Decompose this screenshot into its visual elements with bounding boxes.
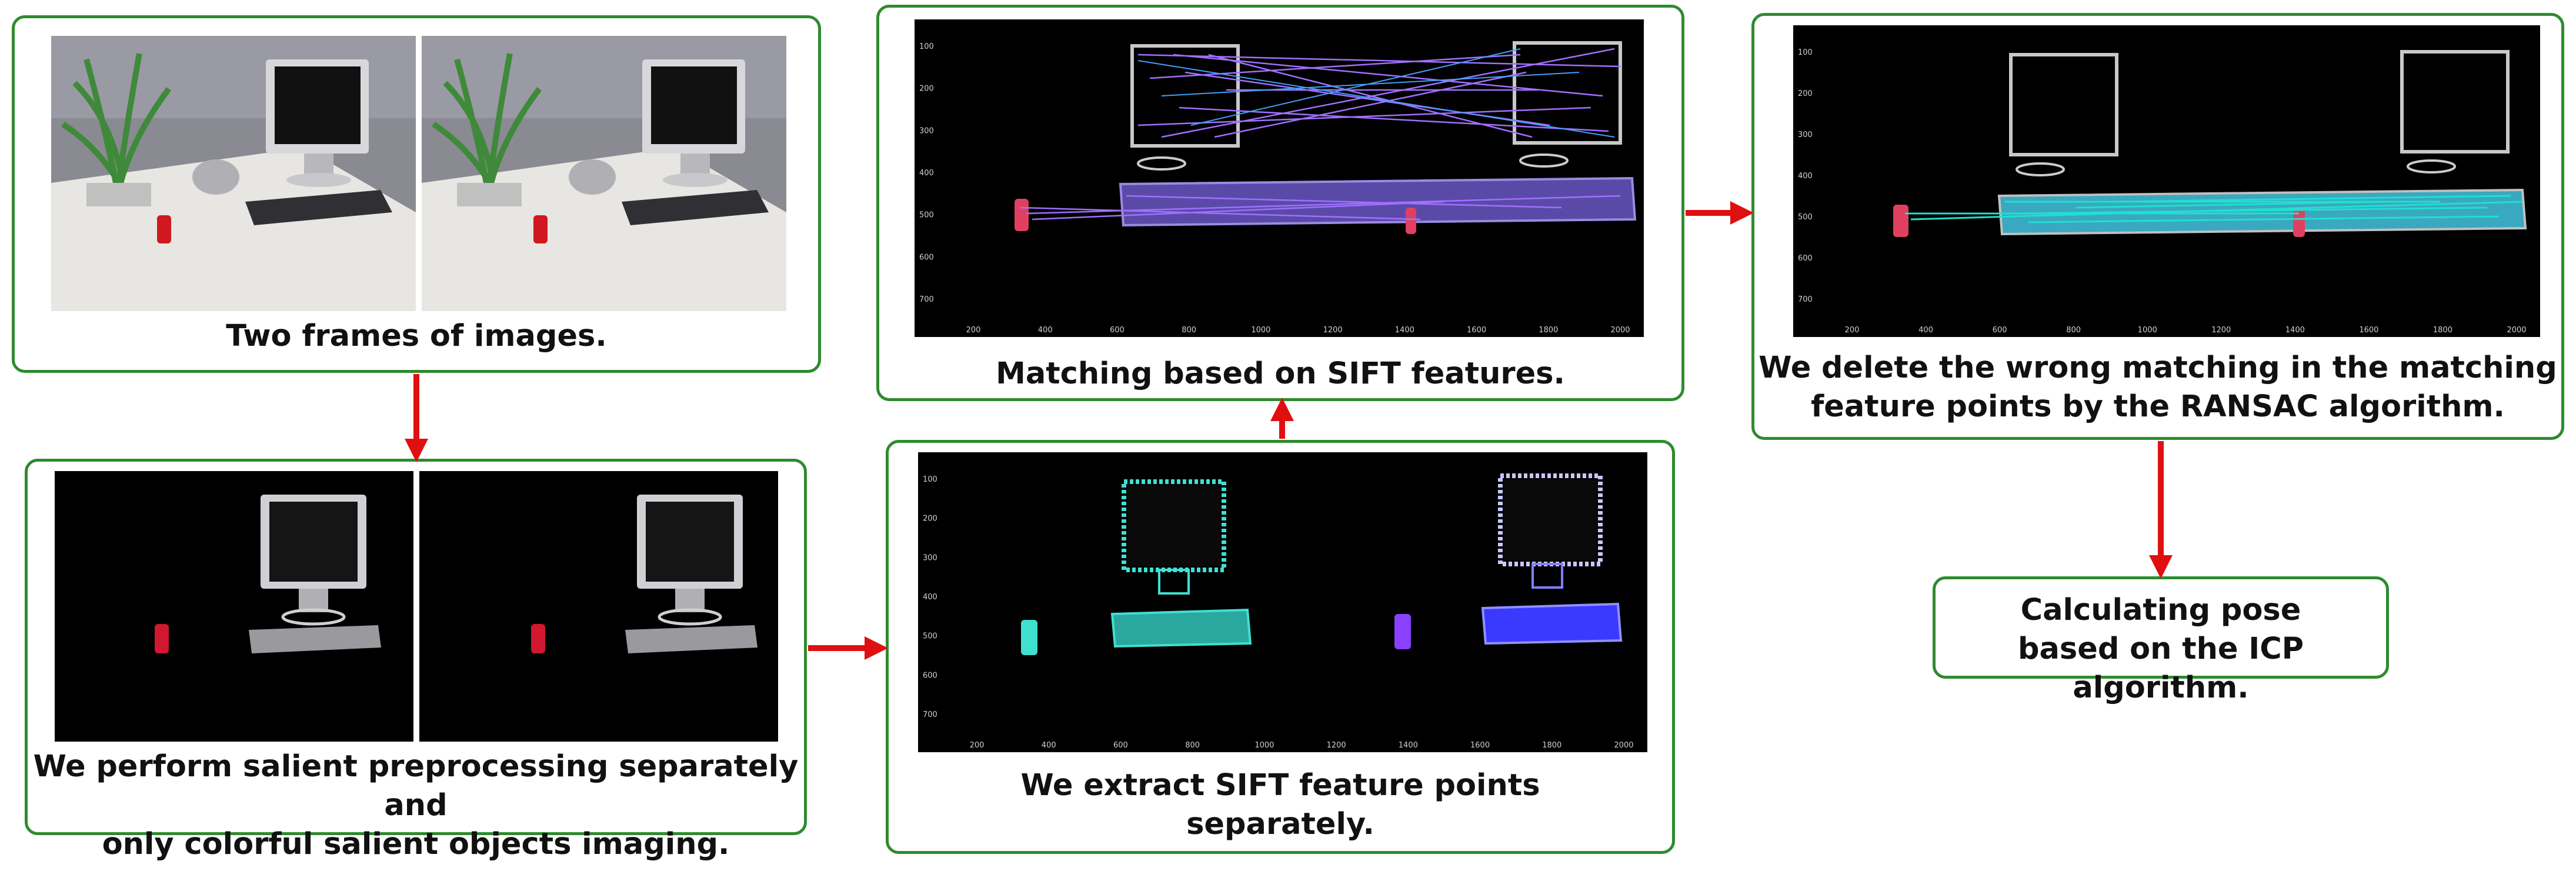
y-tick-label: 100 — [923, 475, 937, 484]
x-tick-label: 1200 — [2211, 326, 2231, 335]
y-tick-label: 600 — [919, 253, 934, 262]
x-tick-label: 200 — [970, 741, 985, 750]
y-tick-label: 300 — [1798, 131, 1813, 139]
x-tick-labels: 200 400 600 800 1000 1200 1400 1600 1800 2000 — [970, 741, 1634, 750]
caption-extract: We extract SIFT feature points separatel… — [1020, 768, 1540, 842]
y-tick-label: 600 — [1798, 254, 1813, 263]
x-tick-label: 1600 — [1470, 741, 1490, 750]
x-tick-label: 200 — [1845, 326, 1860, 335]
step-frames-box: Two frames of images. — [12, 15, 821, 373]
x-tick-label: 400 — [1042, 741, 1056, 750]
y-tick-label: 200 — [919, 85, 934, 94]
x-tick-label: 600 — [1110, 326, 1125, 335]
y-tick-label: 700 — [1798, 295, 1813, 304]
x-tick-label: 1400 — [2285, 326, 2305, 335]
y-tick-label: 500 — [1798, 213, 1813, 222]
x-tick-label: 1800 — [1539, 326, 1558, 335]
x-tick-labels: 200 400 600 800 1000 1200 1400 1600 1800 2000 — [966, 326, 1630, 335]
x-tick-label: 600 — [1993, 326, 2007, 335]
x-tick-label: 1000 — [2138, 326, 2157, 335]
y-tick-label: 600 — [923, 671, 937, 680]
x-tick-label: 200 — [966, 326, 981, 335]
y-tick-label: 700 — [919, 295, 934, 304]
x-tick-label: 1200 — [1323, 326, 1343, 335]
plot-frame-1 — [1021, 479, 1252, 655]
caption-salient: We perform salient preprocessing separat… — [33, 749, 799, 862]
step-salient-box: We perform salient preprocessing separat… — [25, 459, 807, 862]
salient-image-1 — [55, 471, 413, 742]
y-tick-label: 100 — [1798, 48, 1813, 57]
x-tick-label: 2000 — [2507, 326, 2526, 335]
y-tick-labels: 100 200 300 400 500 600 700 — [923, 475, 937, 719]
step-ransac-box: 200 400 600 800 1000 1200 1400 1600 1800 2000 100… — [1751, 13, 2564, 440]
salient-image-2 — [419, 471, 778, 742]
x-tick-label: 1000 — [1251, 326, 1270, 335]
x-tick-label: 800 — [2066, 326, 2081, 335]
x-tick-label: 400 — [1038, 326, 1053, 335]
y-tick-labels: 100 200 300 400 500 600 700 — [1798, 48, 1813, 304]
x-tick-label: 600 — [1113, 741, 1128, 750]
x-tick-label: 2000 — [1614, 741, 1633, 750]
y-tick-label: 300 — [923, 553, 937, 562]
x-tick-label: 2000 — [1610, 326, 1630, 335]
y-tick-label: 500 — [919, 211, 934, 220]
y-tick-label: 400 — [1798, 172, 1813, 181]
y-tick-label: 200 — [923, 515, 937, 523]
sift-features-plot: 200 400 600 800 1000 1200 1400 1600 1800 2000 100… — [918, 452, 1647, 752]
y-tick-label: 200 — [1798, 89, 1813, 98]
x-tick-label: 1400 — [1399, 741, 1418, 750]
x-tick-labels: 200 400 600 800 1000 1200 1400 1600 1800 2000 — [1845, 326, 2527, 335]
step-icp-box: Calculating pose based on the ICP algori… — [1933, 576, 2389, 705]
y-tick-label: 400 — [923, 593, 937, 602]
caption-icp: Calculating pose based on the ICP algori… — [2017, 593, 2304, 705]
y-tick-label: 300 — [919, 126, 934, 135]
x-tick-label: 800 — [1185, 741, 1200, 750]
x-tick-label: 400 — [1918, 326, 1933, 335]
caption-frames: Two frames of images. — [226, 319, 607, 353]
frame-image-2 — [422, 36, 786, 311]
frame-image-1 — [51, 36, 416, 311]
y-tick-label: 700 — [923, 710, 937, 719]
x-tick-label: 1000 — [1254, 741, 1274, 750]
x-tick-label: 1400 — [1395, 326, 1414, 335]
y-tick-label: 500 — [923, 632, 937, 641]
y-tick-labels: 100 200 300 400 500 600 700 — [919, 42, 934, 304]
caption-match: Matching based on SIFT features. — [996, 356, 1565, 391]
ransac-matching-plot: 200 400 600 800 1000 1200 1400 1600 1800 2000 100… — [1793, 25, 2540, 337]
x-tick-label: 800 — [1182, 326, 1196, 335]
x-tick-label: 1800 — [2433, 326, 2452, 335]
plot-frame-2 — [1394, 473, 1623, 649]
caption-ransac: We delete the wrong matching in the matc… — [1759, 351, 2557, 424]
y-tick-label: 100 — [919, 42, 934, 51]
x-tick-label: 1800 — [1542, 741, 1561, 750]
x-tick-label: 1200 — [1327, 741, 1346, 750]
x-tick-label: 1600 — [1467, 326, 1486, 335]
step-match-box: 200 400 600 800 1000 1200 1400 1600 1800 2000 100… — [876, 5, 1684, 401]
y-tick-label: 400 — [919, 169, 934, 178]
x-tick-label: 1600 — [2359, 326, 2378, 335]
sift-matching-plot: 200 400 600 800 1000 1200 1400 1600 1800 2000 100… — [915, 19, 1644, 337]
step-extract-box: 200 400 600 800 1000 1200 1400 1600 1800 2000 100… — [886, 440, 1675, 854]
